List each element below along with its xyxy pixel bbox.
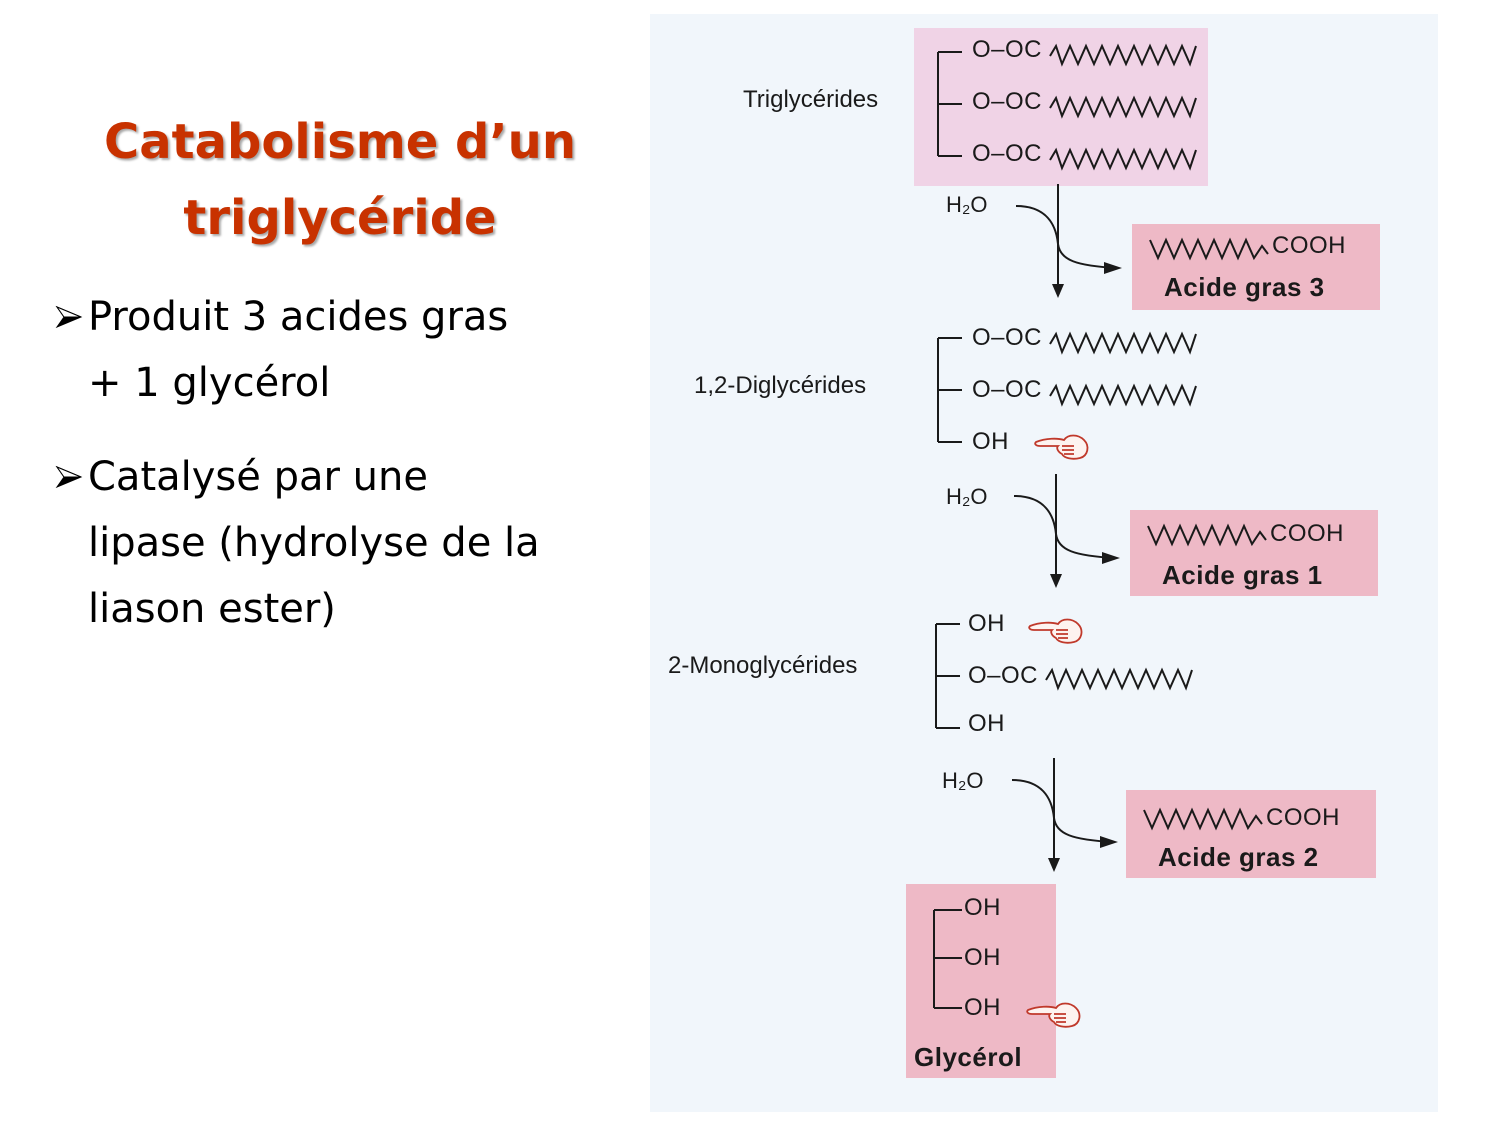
carboxyl-group: COOH [1272, 232, 1346, 259]
fatty-acid-chain-icon [1049, 331, 1197, 407]
bullet-text: Catalysé par une [88, 454, 428, 500]
arrowhead-bullet-icon [55, 465, 83, 489]
lipolysis-diagram: Triglycérides O–OC O–OC O–OC H₂O COOH Ac… [650, 14, 1438, 1112]
ester-group: O–OC [968, 662, 1039, 689]
ester-group: O–OC [972, 140, 1043, 167]
glycerol-backbone-icon [933, 909, 962, 1009]
fatty-acid-2-label: Acide gras 2 [1158, 842, 1319, 872]
hydroxyl-group: OH [964, 894, 1001, 921]
carboxyl-group: COOH [1266, 804, 1340, 831]
bullet-text: liason ester) [88, 586, 336, 632]
reaction-arrow-icon [1013, 474, 1120, 588]
ester-group: O–OC [972, 36, 1043, 63]
pointing-hand-icon [1026, 1002, 1081, 1028]
monoglyceride-label: 2-Monoglycérides [668, 652, 858, 679]
fatty-acid-2-box [1126, 790, 1376, 878]
reaction-arrow-icon [1011, 758, 1118, 872]
slide-title: Catabolisme d’un triglycéride [60, 104, 620, 256]
fatty-acid-chain-icon [1143, 807, 1263, 831]
bullet-list: Produit 3 acides gras + 1 glycérol Catal… [55, 284, 636, 670]
glycerol-backbone-icon [937, 337, 962, 443]
fatty-acid-3-box [1132, 224, 1380, 310]
pointing-hand-icon [1028, 618, 1083, 644]
ester-group: O–OC [972, 88, 1043, 115]
title-line-1: Catabolisme d’un [104, 114, 576, 170]
pointing-hand-icon [1034, 434, 1089, 460]
fatty-acid-1-box [1130, 510, 1378, 596]
ester-group: O–OC [972, 324, 1043, 351]
triglyceride-label: Triglycérides [743, 86, 879, 113]
glycerol-backbone-icon [937, 51, 962, 157]
glycerol-label: Glycérol [914, 1042, 1023, 1072]
fatty-acid-chain-icon [1149, 237, 1269, 261]
reagent-water: H₂O [942, 768, 984, 793]
fatty-acid-chain-icon [1045, 667, 1193, 691]
hydroxyl-group: OH [964, 994, 1001, 1021]
hydroxyl-group: OH [968, 710, 1005, 737]
carboxyl-group: COOH [1270, 520, 1344, 547]
hydroxyl-group: OH [964, 944, 1001, 971]
bullet-item: Produit 3 acides gras + 1 glycérol [55, 284, 636, 416]
reaction-arrow-icon [1015, 184, 1122, 298]
fatty-acid-3-label: Acide gras 3 [1164, 272, 1325, 302]
bullet-text: + 1 glycérol [88, 360, 331, 406]
bullet-item: Catalysé par une lipase (hydrolyse de la… [55, 444, 636, 642]
bullet-text: lipase (hydrolyse de la [88, 520, 540, 566]
hydroxyl-group: OH [968, 610, 1005, 637]
triglyceride-highlight [914, 28, 1208, 186]
diglyceride-label: 1,2-Diglycérides [694, 372, 867, 399]
fatty-acid-1-label: Acide gras 1 [1162, 560, 1323, 590]
fatty-acid-chain-icon [1049, 43, 1197, 171]
bullet-text: Produit 3 acides gras [88, 294, 509, 340]
arrowhead-bullet-icon [55, 305, 83, 329]
title-line-2: triglycéride [183, 190, 497, 246]
glycerol-backbone-icon [935, 623, 960, 729]
ester-group: O–OC [972, 376, 1043, 403]
glycerol-box [906, 884, 1056, 1078]
reagent-water: H₂O [946, 484, 988, 509]
hydroxyl-group: OH [972, 428, 1009, 455]
fatty-acid-chain-icon [1147, 523, 1267, 547]
reagent-water: H₂O [946, 192, 988, 217]
